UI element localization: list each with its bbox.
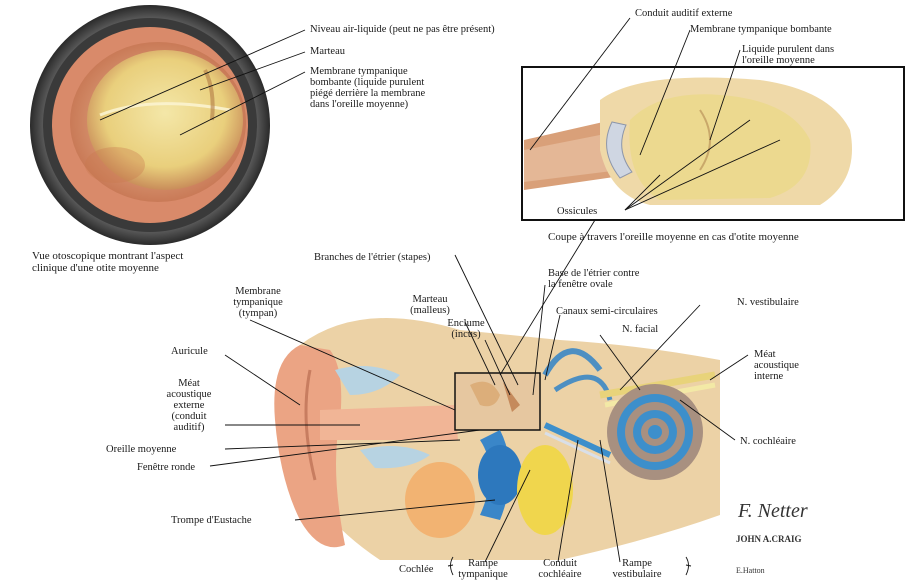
- label-rampe-tympanique: Rampe tympanique: [452, 558, 514, 580]
- signature-craig: JOHN A.CRAIG: [736, 534, 802, 544]
- signature-netter: F. Netter: [738, 500, 808, 523]
- label-n-vestibulaire: N. vestibulaire: [737, 297, 799, 308]
- inset-section: [522, 67, 904, 220]
- label-ossicules: Ossicules: [557, 206, 597, 217]
- caption-otoscope: Vue otoscopique montrant l'aspect cliniq…: [32, 250, 183, 274]
- label-membrane-tympanique: Membrane tympanique (tympan): [218, 286, 298, 319]
- label-auricule: Auricule: [171, 346, 208, 357]
- label-rampe-vestibulaire: Rampe vestibulaire: [604, 558, 670, 580]
- label-cochlee: Cochlée: [399, 564, 433, 575]
- label-marteau: Marteau (malleus): [400, 294, 460, 316]
- label-n-cochleaire: N. cochléaire: [740, 436, 796, 447]
- label-oreille-moyenne: Oreille moyenne: [106, 444, 176, 455]
- label-conduit-cochleaire: Conduit cochléaire: [530, 558, 590, 580]
- otoscopic-view: [30, 5, 270, 245]
- label-fenetre-ronde: Fenêtre ronde: [137, 462, 195, 473]
- label-membrane-oto: Membrane tympanique bombante (liquide pu…: [310, 66, 425, 110]
- label-trompe: Trompe d'Eustache: [171, 515, 252, 526]
- label-meat-interne: Méat acoustique interne: [754, 349, 799, 382]
- label-conduit-externe: Conduit auditif externe: [635, 8, 732, 19]
- label-canaux: Canaux semi-circulaires: [556, 306, 658, 317]
- label-branches-etrier: Branches de l'étrier (stapes): [314, 252, 430, 263]
- label-air-liquid: Niveau air-liquide (peut ne pas être pré…: [310, 24, 495, 35]
- label-enclume: Enclume (incus): [436, 318, 496, 340]
- label-liquide-purulent: Liquide purulent dans l'oreille moyenne: [742, 44, 834, 66]
- label-meat-externe: Méat acoustique externe (conduit auditif…: [156, 378, 222, 433]
- caption-inset: Coupe à travers l'oreille moyenne en cas…: [548, 231, 799, 243]
- label-marteau-oto: Marteau: [310, 46, 345, 57]
- label-membrane-bombante: Membrane tympanique bombante: [690, 24, 832, 35]
- label-base-etrier: Base de l'étrier contre la fenêtre ovale: [548, 268, 639, 290]
- label-n-facial: N. facial: [622, 324, 658, 335]
- signature-hatton: E.Hatton: [736, 566, 765, 575]
